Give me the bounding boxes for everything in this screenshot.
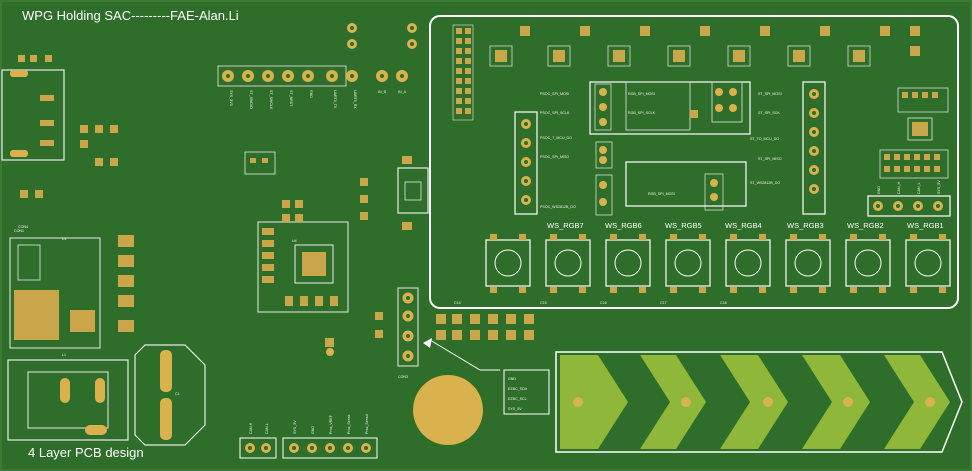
left-smd-cluster <box>18 55 118 198</box>
rgb-led-7: WS_RGB7 <box>485 221 584 293</box>
rgb-led-row: WS_RGB7 WS_RGB6 WS_RGB5 WS_RGB4 <box>485 221 951 293</box>
bottom-right-header: SYS_5V GND Prox_VREF Prox_Sensk Prox_Sen… <box>282 414 378 459</box>
bottom-left-header: CAN-H CAN-L <box>239 422 277 459</box>
rgb-led-2: WS_RGB2 <box>785 221 884 293</box>
lbl-st-spi-mosi: ST_SPI_MOSI <box>758 92 782 96</box>
can-section: GND CAN_H CAN_L SYS_5V <box>867 87 951 217</box>
label-l1: L1 <box>62 353 66 357</box>
middle-4pin-header: CON3 <box>325 287 419 379</box>
lbl-gnd-r: GND <box>877 186 881 194</box>
label-c18: C18 <box>720 301 727 305</box>
lbl-can-h-r: CAN_H <box>897 181 901 194</box>
lbl-sys5v-b: SYS_5V <box>293 420 297 434</box>
lbl-rgb-spi-mosi: RGB_SPI_MOSI <box>628 92 655 96</box>
pin-label-uart-tx: UART0_TX <box>333 90 337 109</box>
lbl-rgb-spi-mosi-2: RGB_SPI_MOSI <box>648 192 675 196</box>
inductor-l1: L1 <box>7 353 129 441</box>
lbl-can-h-b: CAN-H <box>249 422 253 434</box>
rgb-led-3: WS_RGB3 <box>725 221 824 293</box>
rgb-led-6: WS_RGB6 <box>545 221 642 293</box>
label-c15: C15 <box>540 301 547 305</box>
rgb-panel <box>429 15 959 309</box>
coin-cell <box>413 338 500 445</box>
pin-label-swdio: ST_SWDIO <box>249 90 253 109</box>
mcu-area <box>244 151 349 313</box>
footer-text: 4 Layer PCB design <box>28 445 144 460</box>
lbl-psoc-t-mcu-do: PSOC_T_MCU_DO <box>540 136 572 140</box>
ezbc-scl: EZBC_SCL <box>508 397 527 401</box>
pin-label-nrst: ST_NRST <box>289 90 293 107</box>
lbl-rgb-spi-sclk: RGB_SPI_SCLK <box>628 111 656 115</box>
label-con3: CON3 <box>398 375 408 379</box>
panel-logic: PSOC_SPI_MOSI PSOC_SPI_SCLK PSOC_T_MCU_D… <box>514 81 826 216</box>
rgb-label-3: WS_RGB3 <box>787 221 824 230</box>
lbl-prox-sensk: Prox_Sensk <box>347 414 351 434</box>
pin-label-in-b: IN_B <box>378 90 387 94</box>
rgb-label-4: WS_RGB4 <box>725 221 762 230</box>
pin-label-gnd: GND <box>309 90 313 98</box>
lbl-can-l-r: CAN_L <box>917 182 921 194</box>
lbl-psoc-spi-mosi: PSOC_SPI_MOSI <box>540 92 569 96</box>
lbl-st-ws2812b-do: ST_WS2812B_DO <box>750 181 780 185</box>
ezbc-5v: SYS_5V <box>508 407 522 411</box>
lbl-psoc-spi-miso: PSOC_SPI_MISO <box>540 155 569 159</box>
lbl-psoc-spi-sclk: PSOC_SPI_SCLK <box>540 111 570 115</box>
ezbc-sda: EZBC_SDA <box>508 387 528 391</box>
ezbc-gnd: GND <box>508 377 516 381</box>
label-con1: CON1 <box>14 229 24 233</box>
lbl-prox-sensd: Prox_Sensd <box>365 414 369 434</box>
lbl-gnd-b: GND <box>311 426 315 434</box>
ezbc-box: GND EZBC_SDA EZBC_SCL SYS_5V <box>503 369 550 415</box>
top-header: SYS_3V3 ST_SWDIO ST_SWCLK ST_NRST GND UA… <box>217 65 408 110</box>
label-c1: C1 <box>175 392 180 396</box>
regulator-u1: CON1 U1 <box>9 229 134 349</box>
rgb-led-1: WS_RGB1 <box>845 221 944 293</box>
lbl-sys5v-r: SYS_5V <box>937 180 941 194</box>
usb-connector <box>1 69 65 161</box>
rgb-label-7: WS_RGB7 <box>547 221 584 230</box>
pin-label-sys3v3: SYS_3V3 <box>229 90 233 106</box>
capacitor-c1: C1 <box>134 344 206 446</box>
lbl-st-spi-sck: ST_SPI_SCK <box>758 111 780 115</box>
lbl-st-spi-miso: ST_SPI_MISO <box>758 157 782 161</box>
label-c16: C16 <box>600 301 607 305</box>
chevron-slider <box>555 351 963 453</box>
rgb-label-2: WS_RGB2 <box>847 221 884 230</box>
rgb-led-4: WS_RGB4 <box>665 221 762 293</box>
lbl-can-l-b: CAN-L <box>265 423 269 434</box>
rgb-led-0 <box>905 234 951 293</box>
label-u4: U4 <box>292 239 297 243</box>
rgb-led-5: WS_RGB5 <box>605 221 702 293</box>
rgb-label-6: WS_RGB6 <box>605 221 642 230</box>
panel-ic-row <box>452 24 920 121</box>
reset-switch <box>360 156 429 230</box>
lbl-psoc-ws2812b-do: PSOC_WS2812B_DO <box>540 205 576 209</box>
lbl-st-to-mcu-do: ST_TO_MCU_DO <box>750 137 779 141</box>
top-vias <box>347 23 417 49</box>
lower-caps-row <box>436 314 534 340</box>
rgb-label-1: WS_RGB1 <box>907 221 944 230</box>
label-c17: C17 <box>660 301 667 305</box>
label-con4: CON4 <box>18 225 28 229</box>
pin-label-uart-rx: UART0_RX <box>353 90 357 109</box>
header-text: WPG Holding SAC---------FAE-Alan.Li <box>22 8 239 23</box>
lbl-prox-vref: Prox_VREF <box>329 414 333 434</box>
pin-label-in-a: IN_A <box>398 90 407 94</box>
pin-label-swclk: ST_SWCLK <box>269 90 273 110</box>
rgb-label-5: WS_RGB5 <box>665 221 702 230</box>
label-c14: C14 <box>454 301 461 305</box>
label-u1: U1 <box>62 237 67 241</box>
